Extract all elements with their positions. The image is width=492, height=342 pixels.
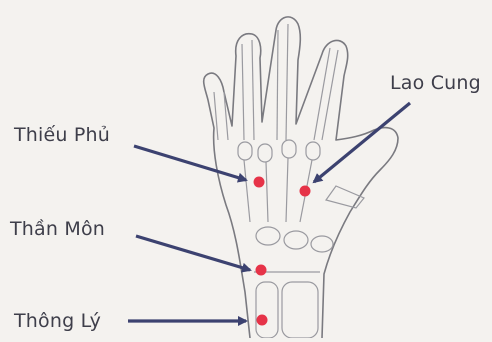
- point-thieu-phu: [254, 177, 265, 188]
- point-lao-cung: [300, 186, 311, 197]
- arrow-thieu-phu: [134, 146, 246, 180]
- arrow-than-mon: [136, 236, 250, 270]
- point-than-mon: [256, 265, 267, 276]
- label-than-mon: Thần Môn: [10, 218, 105, 240]
- label-thieu-phu: Thiếu Phủ: [14, 124, 110, 146]
- label-lao-cung: Lao Cung: [390, 72, 481, 94]
- arrows: [128, 103, 410, 321]
- point-thong-ly: [257, 315, 268, 326]
- hand-bones: [214, 24, 364, 338]
- arrow-lao-cung: [314, 103, 410, 182]
- label-thong-ly: Thông Lý: [14, 310, 101, 332]
